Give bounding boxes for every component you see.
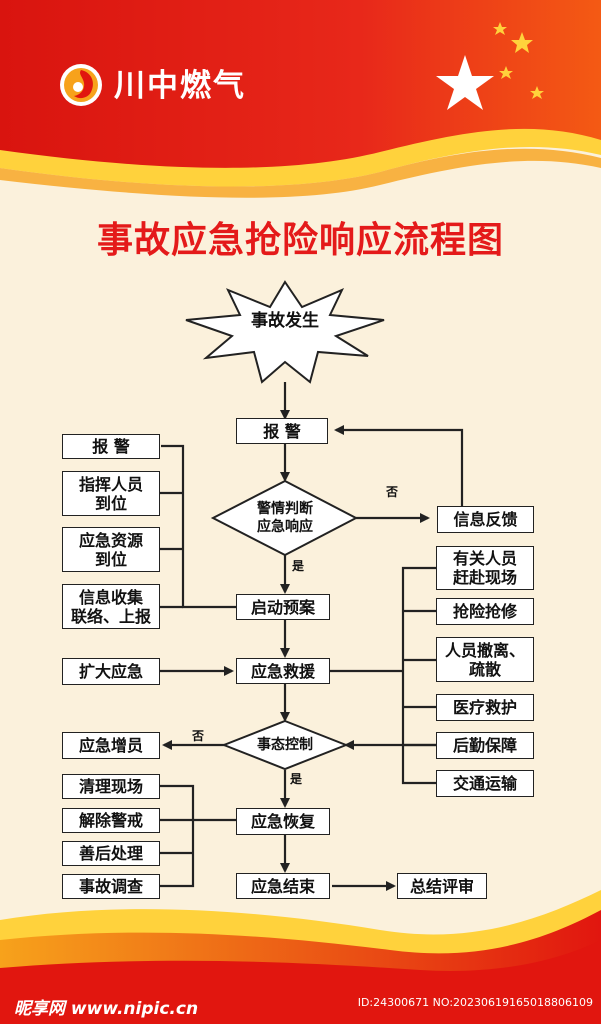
- feedback-box: 信息反馈: [437, 506, 534, 533]
- start-label: 事故发生: [251, 310, 319, 331]
- end-box: 应急结束: [236, 873, 330, 899]
- start-star: [185, 280, 385, 384]
- commander-box: 指挥人员 到位: [62, 471, 160, 516]
- footer-id: ID:24300671 NO:20230619165018806109: [357, 996, 593, 1009]
- expand-box: 扩大应急: [62, 658, 160, 685]
- footer-site: 昵享网 www.nipic.cn: [14, 999, 199, 1019]
- right-item-logistics: 后勤保障: [436, 732, 534, 759]
- left-report-box: 报 警: [62, 434, 160, 459]
- rescue-box: 应急救援: [236, 658, 330, 684]
- judge-diamond: [210, 479, 359, 557]
- right-item-evacuate: 人员撤离、 疏散: [436, 637, 534, 682]
- edge-label-no-1: 否: [386, 485, 399, 499]
- lift-alert-box: 解除警戒: [62, 808, 160, 833]
- brand-logo-icon: [60, 64, 102, 106]
- right-item-repair: 抢险抢修: [436, 598, 534, 625]
- aftermath-box: 善后处理: [62, 841, 160, 866]
- reinforce-box: 应急增员: [62, 732, 160, 759]
- investigation-box: 事故调查: [62, 874, 160, 899]
- right-item-transport: 交通运输: [436, 770, 534, 797]
- cleanup-box: 清理现场: [62, 774, 160, 799]
- edge-label-yes-2: 是: [290, 772, 303, 786]
- review-box: 总结评审: [397, 873, 487, 899]
- edge-label-yes-1: 是: [292, 559, 305, 573]
- right-item-arrive: 有关人员 赶赴现场: [436, 546, 534, 590]
- resource-box: 应急资源 到位: [62, 527, 160, 572]
- plan-box: 启动预案: [236, 594, 330, 620]
- judge-label: 警情判断 应急响应: [257, 501, 313, 535]
- info-box: 信息收集 联络、上报: [62, 584, 160, 629]
- control-diamond: [221, 719, 349, 771]
- control-label: 事态控制: [257, 736, 313, 753]
- brand-name: 川中燃气: [114, 68, 246, 104]
- report-main: 报 警: [236, 418, 328, 444]
- restore-box: 应急恢复: [236, 808, 330, 835]
- right-item-medical: 医疗救护: [436, 694, 534, 721]
- page-title: 事故应急抢险响应流程图: [96, 220, 504, 261]
- edge-label-no-2: 否: [192, 729, 205, 743]
